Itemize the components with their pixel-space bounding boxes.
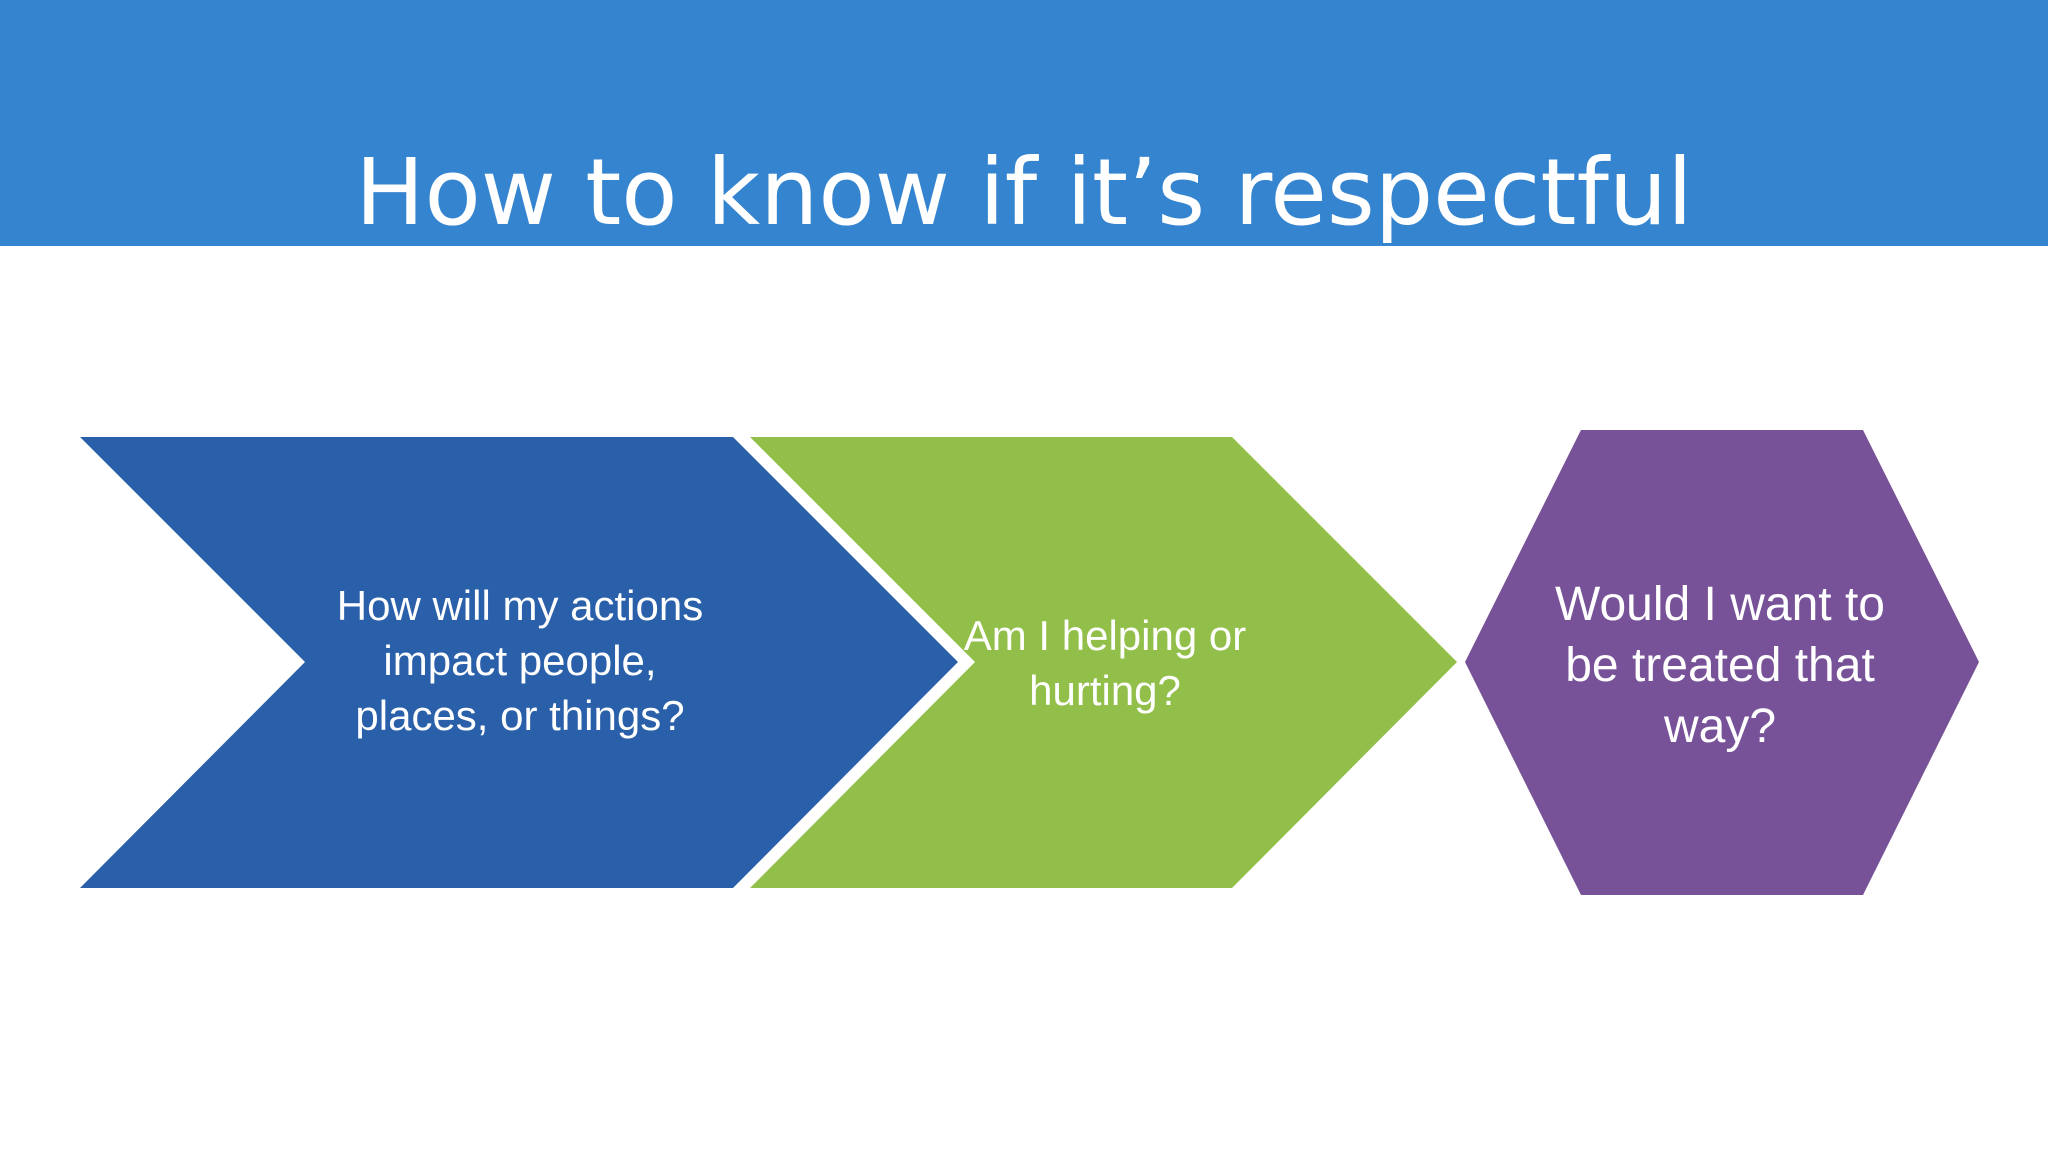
step-3-hexagon — [1465, 430, 1979, 895]
step-2-label: Am I helping or hurting? — [960, 565, 1250, 760]
step-3-label: Would I want to be treated that way? — [1540, 555, 1900, 775]
title-band — [0, 0, 2048, 246]
slide-title: How to know if it’s respectful — [355, 139, 1693, 246]
title-band-fill — [0, 0, 2048, 246]
step-1-label: How will my actions impact people, place… — [320, 540, 720, 780]
step-1-label-text: How will my actions impact people, place… — [336, 581, 704, 739]
step-1-chevron — [80, 437, 958, 888]
step-2-chevron — [750, 437, 1457, 888]
step-3-label-text: Would I want to be treated that way? — [1555, 577, 1885, 753]
step-2-label-text: Am I helping or hurting? — [963, 611, 1247, 714]
